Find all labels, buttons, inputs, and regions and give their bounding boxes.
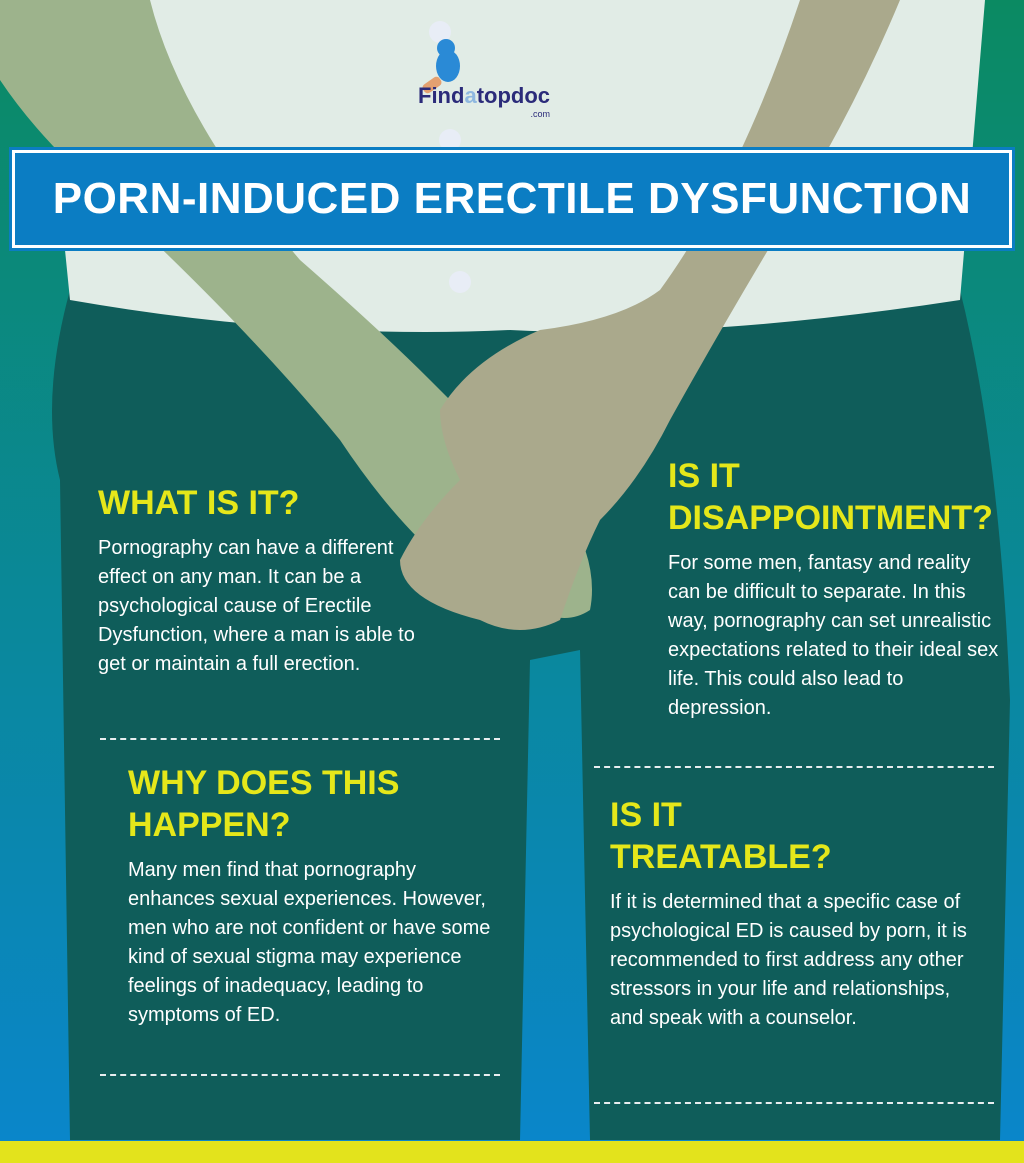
logo-part: a <box>464 83 477 108</box>
bottom-bar <box>0 1141 1024 1163</box>
logo-domain: .com <box>530 109 551 119</box>
section-body: If it is determined that a specific case… <box>610 891 967 1029</box>
divider <box>100 1074 500 1076</box>
section-heading: IS IT TREATABLE? <box>610 796 832 876</box>
shirt-button <box>439 129 461 151</box>
section-disappointment: IS IT DISAPPOINTMENT? For some men, fant… <box>668 455 1008 723</box>
divider <box>594 1102 994 1104</box>
section-body: Pornography can have a different effect … <box>98 537 415 675</box>
pants <box>52 290 1010 1140</box>
title-banner: PORN-INDUCED ERECTILE DYSFUNCTION <box>12 150 1012 248</box>
page-title: PORN-INDUCED ERECTILE DYSFUNCTION <box>52 174 972 223</box>
section-body: Many men find that pornography enhances … <box>128 859 491 1026</box>
section-what-is-it: WHAT IS IT? Pornography can have a diffe… <box>98 482 418 679</box>
section-heading: IS IT DISAPPOINTMENT? <box>668 457 993 537</box>
divider <box>594 766 994 768</box>
section-why-does-this-happen: WHY DOES THIS HAPPEN? Many men find that… <box>128 762 498 1030</box>
logo-part: Find <box>418 83 465 108</box>
mascot-icon <box>422 39 460 94</box>
logo-part: topdoc <box>476 83 551 108</box>
divider <box>100 738 500 740</box>
shirt-button <box>449 271 471 293</box>
section-heading: WHY DOES THIS HAPPEN? <box>128 764 400 844</box>
shirt-button <box>429 21 451 43</box>
section-body: For some men, fantasy and reality can be… <box>668 552 999 719</box>
section-heading: WHAT IS IT? <box>98 484 300 522</box>
findatopdoc-logo[interactable]: Findatopdoc .com <box>418 84 551 120</box>
logo-name: Findatopdoc <box>418 84 550 108</box>
section-treatable: IS IT TREATABLE? If it is determined tha… <box>610 794 985 1033</box>
